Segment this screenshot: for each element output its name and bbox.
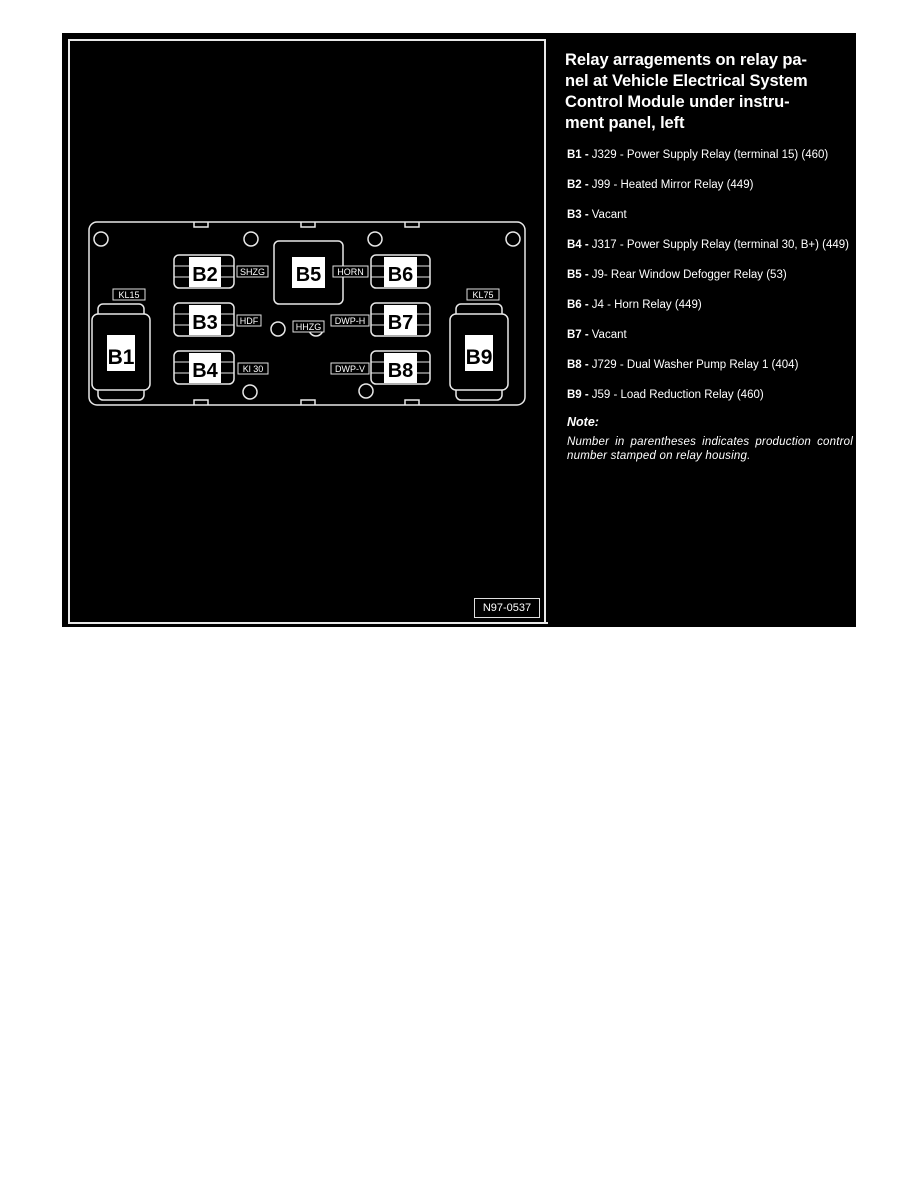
relay-b9[interactable]: B9 [449, 303, 509, 401]
relay-b1-label: B1 [108, 346, 135, 369]
relay-b6[interactable]: B6 [370, 254, 431, 289]
relay-panel-diagram: B1 KL15 B2 SHZG B3 HDF [88, 221, 526, 406]
diagram-frame [68, 39, 546, 622]
title-line: Relay arragements on relay pa- [565, 51, 807, 69]
relay-b9-label: B9 [466, 346, 493, 369]
svg-text:KL15: KL15 [118, 290, 139, 300]
legend-entry-b1: B1 -J329 - Power Supply Relay (terminal … [567, 149, 829, 161]
title-line: nel at Vehicle Electrical System [565, 72, 808, 90]
relay-b4-label: B4 [192, 360, 218, 382]
relay-b3-label: B3 [192, 312, 218, 334]
svg-text:DWP-V: DWP-V [335, 364, 365, 374]
note-text: Number in parentheses indicates producti… [567, 436, 853, 462]
relay-b7[interactable]: B7 [370, 302, 431, 337]
legend-entry-b9: B9 -J59 - Load Reduction Relay (460) [567, 389, 764, 401]
svg-text:SHZG: SHZG [240, 267, 265, 277]
diagram-frame-bottom [68, 622, 548, 624]
tag-dwp-h: DWP-H [330, 314, 370, 327]
title-line: Control Module under instru- [565, 93, 790, 111]
relay-b5[interactable]: B5 [273, 240, 344, 305]
relay-b2-label: B2 [192, 264, 218, 286]
relay-b8[interactable]: B8 [370, 350, 431, 385]
tag-kl15: KL15 [112, 288, 146, 301]
tag-hdf: HDF [236, 314, 262, 327]
tag-horn: HORN [332, 265, 369, 278]
tag-kl75: KL75 [466, 288, 500, 301]
figure-id: N97-0537 [474, 598, 540, 618]
legend-entry-b3: B3 -Vacant [567, 209, 627, 221]
relay-b7-label: B7 [388, 312, 414, 334]
relay-b4[interactable]: B4 [173, 350, 235, 385]
relay-panel-outline [88, 221, 526, 406]
relay-b3[interactable]: B3 [173, 302, 235, 337]
tag-kl30: Kl 30 [237, 362, 269, 375]
tag-shzg: SHZG [236, 265, 269, 278]
legend-column: Relay arragements on relay pa- nel at Ve… [565, 50, 853, 463]
relay-b8-label: B8 [388, 360, 414, 382]
tag-dwp-v: DWP-V [330, 362, 370, 375]
relay-legend-list: B1 -J329 - Power Supply Relay (terminal … [565, 149, 853, 402]
relay-b6-label: B6 [388, 264, 414, 286]
relay-b1[interactable]: B1 [91, 303, 151, 401]
legend-title: Relay arragements on relay pa- nel at Ve… [565, 50, 853, 134]
svg-text:HDF: HDF [240, 316, 259, 326]
note-label: Note: [567, 415, 599, 429]
legend-entry-b2: B2 -J99 - Heated Mirror Relay (449) [567, 179, 754, 191]
svg-text:HHZG: HHZG [296, 322, 322, 332]
relay-b2[interactable]: B2 [173, 254, 235, 289]
svg-text:Kl 30: Kl 30 [243, 364, 264, 374]
title-line: ment panel, left [565, 114, 685, 132]
svg-text:HORN: HORN [337, 267, 364, 277]
legend-entry-b5: B5 -J9- Rear Window Defogger Relay (53) [567, 269, 787, 281]
relay-b5-label: B5 [296, 264, 322, 286]
legend-entry-b4: B4 -J317 - Power Supply Relay (terminal … [567, 239, 850, 251]
svg-text:DWP-H: DWP-H [335, 316, 366, 326]
svg-text:KL75: KL75 [472, 290, 493, 300]
legend-entry-b6: B6 -J4 - Horn Relay (449) [567, 299, 702, 311]
legend-entry-b7: B7 -Vacant [567, 329, 627, 341]
diagram-sheet: B1 KL15 B2 SHZG B3 HDF [62, 33, 856, 627]
tag-hhzg: HHZG [292, 320, 325, 333]
legend-entry-b8: B8 -J729 - Dual Washer Pump Relay 1 (404… [567, 359, 799, 371]
